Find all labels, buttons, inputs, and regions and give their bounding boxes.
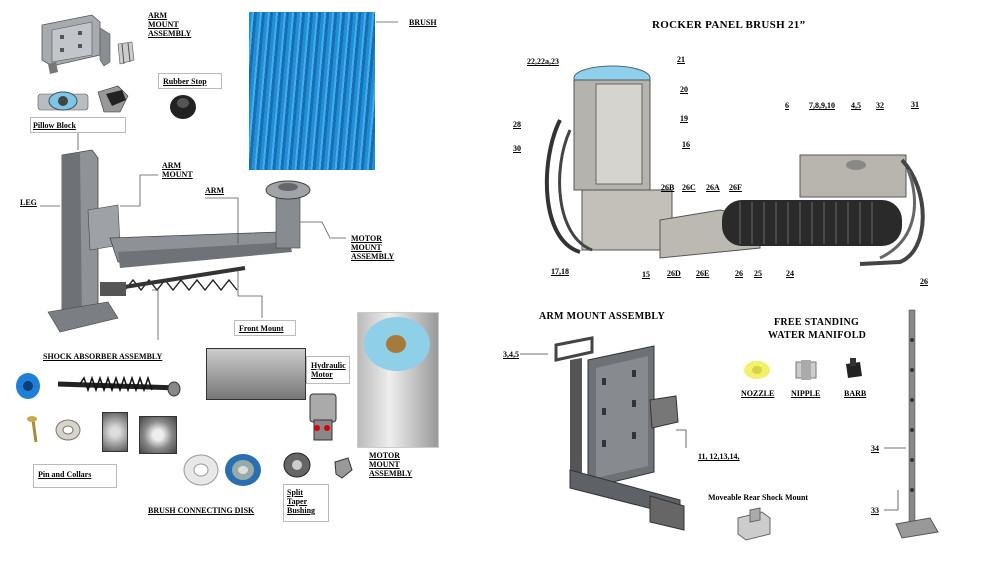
part-31: 31	[911, 100, 919, 109]
motor-mount-assembly-label-2: MOTOR MOUNT ASSEMBLY	[369, 451, 413, 478]
split-taper-box	[283, 484, 329, 522]
front-mount-photo	[206, 348, 306, 400]
part-16: 16	[682, 140, 690, 149]
part-6: 6	[785, 101, 789, 110]
rubber-stop-label: Rubber Stop	[163, 77, 207, 86]
part-32: 32	[876, 101, 884, 110]
part-34: 34	[871, 444, 879, 453]
arm-mount-assembly-drawing	[41, 14, 135, 74]
rocker-brush-drawing	[544, 65, 925, 266]
part-26b: 26B	[661, 183, 675, 192]
brush-label: BRUSH	[409, 18, 437, 27]
arm-mount-drawing	[554, 336, 685, 531]
pillow-block-box	[30, 117, 126, 133]
connecting-disk-drawing	[183, 452, 353, 486]
part-22: 22,22a,23	[527, 57, 559, 66]
part-26-right: 26	[920, 277, 928, 286]
part-30: 30	[513, 144, 521, 153]
split-taper-bushing-label: Split Taper Bushing	[287, 488, 316, 515]
arm-mount-label: ARM MOUNT	[162, 161, 193, 179]
motor-mount-assembly-label: MOTOR MOUNT ASSEMBLY	[351, 234, 395, 261]
hydraulic-motor-drawing	[309, 393, 337, 441]
part-7-8-9-10: 7,8,9,10	[809, 101, 835, 110]
manifold-parts-drawing	[744, 358, 862, 380]
left-leader-lines	[40, 21, 398, 340]
rear-shock-mount-drawing	[737, 507, 771, 541]
front-mount-box	[234, 320, 296, 336]
part-26c: 26C	[682, 183, 696, 192]
part-24: 24	[786, 269, 794, 278]
leg-arm-drawing	[47, 149, 311, 333]
brush-photo	[249, 12, 375, 170]
part-26f: 26F	[729, 183, 742, 192]
pin-collars-box	[33, 464, 117, 488]
part-17-18: 17,18	[551, 267, 569, 276]
nipple-label: NIPPLE	[791, 389, 821, 398]
part-20: 20	[680, 85, 688, 94]
part-11-14: 11, 12,13,14,	[698, 452, 740, 461]
part-21: 21	[677, 55, 685, 64]
part-19: 19	[680, 114, 688, 123]
arm-mount-assembly-label: ARM MOUNT ASSEMBLY	[148, 11, 192, 38]
part-4-5: 4,5	[851, 101, 861, 110]
rocker-panel-title: ROCKER PANEL BRUSH 21”	[652, 19, 806, 31]
rubber-stop-box	[158, 73, 222, 89]
part-15: 15	[642, 270, 650, 279]
hydraulic-motor-label: Hydraulic Motor	[311, 361, 346, 379]
part-26d: 26D	[667, 269, 681, 278]
part-25: 25	[754, 269, 762, 278]
shock-bushing-photo-1	[102, 412, 128, 452]
barb-label: BARB	[844, 389, 867, 398]
part-26-mid: 26	[735, 269, 743, 278]
shock-parts-drawing	[16, 373, 181, 443]
part-26e: 26E	[696, 269, 710, 278]
pillow-block-label: Pillow Block	[33, 121, 76, 130]
pillow-block-drawing	[37, 85, 129, 113]
arm-mount-assembly-title: ARM MOUNT ASSEMBLY	[539, 311, 665, 322]
hydraulic-motor-box	[306, 356, 350, 384]
pin-and-collars-label: Pin and Collars	[38, 470, 92, 479]
manifold-title-line2: WATER MANIFOLD	[768, 330, 867, 341]
moveable-rear-shock-mount-label: Moveable Rear Shock Mount	[708, 493, 809, 502]
front-mount-label: Front Mount	[239, 324, 284, 333]
part-26a: 26A	[706, 183, 720, 192]
arm-mount-leaders	[520, 353, 687, 448]
shock-absorber-assembly-label: SHOCK ABSORBER ASSEMBLY	[43, 352, 163, 361]
rubber-stop-drawing	[170, 95, 196, 119]
leg-label: LEG	[20, 198, 37, 207]
nozzle-label: NOZZLE	[741, 389, 775, 398]
brush-connecting-disk-label: BRUSH CONNECTING DISK	[148, 506, 255, 515]
part-28: 28	[513, 120, 521, 129]
manifold-pole-drawing	[884, 309, 939, 539]
arm-label: ARM	[205, 186, 225, 195]
shock-bushing-photo-2	[139, 416, 177, 454]
part-3-4-5: 3,4,5	[503, 350, 519, 359]
motor-mount-photo	[357, 312, 439, 448]
manifold-title-line1: FREE STANDING	[774, 317, 860, 328]
part-33: 33	[871, 506, 879, 515]
